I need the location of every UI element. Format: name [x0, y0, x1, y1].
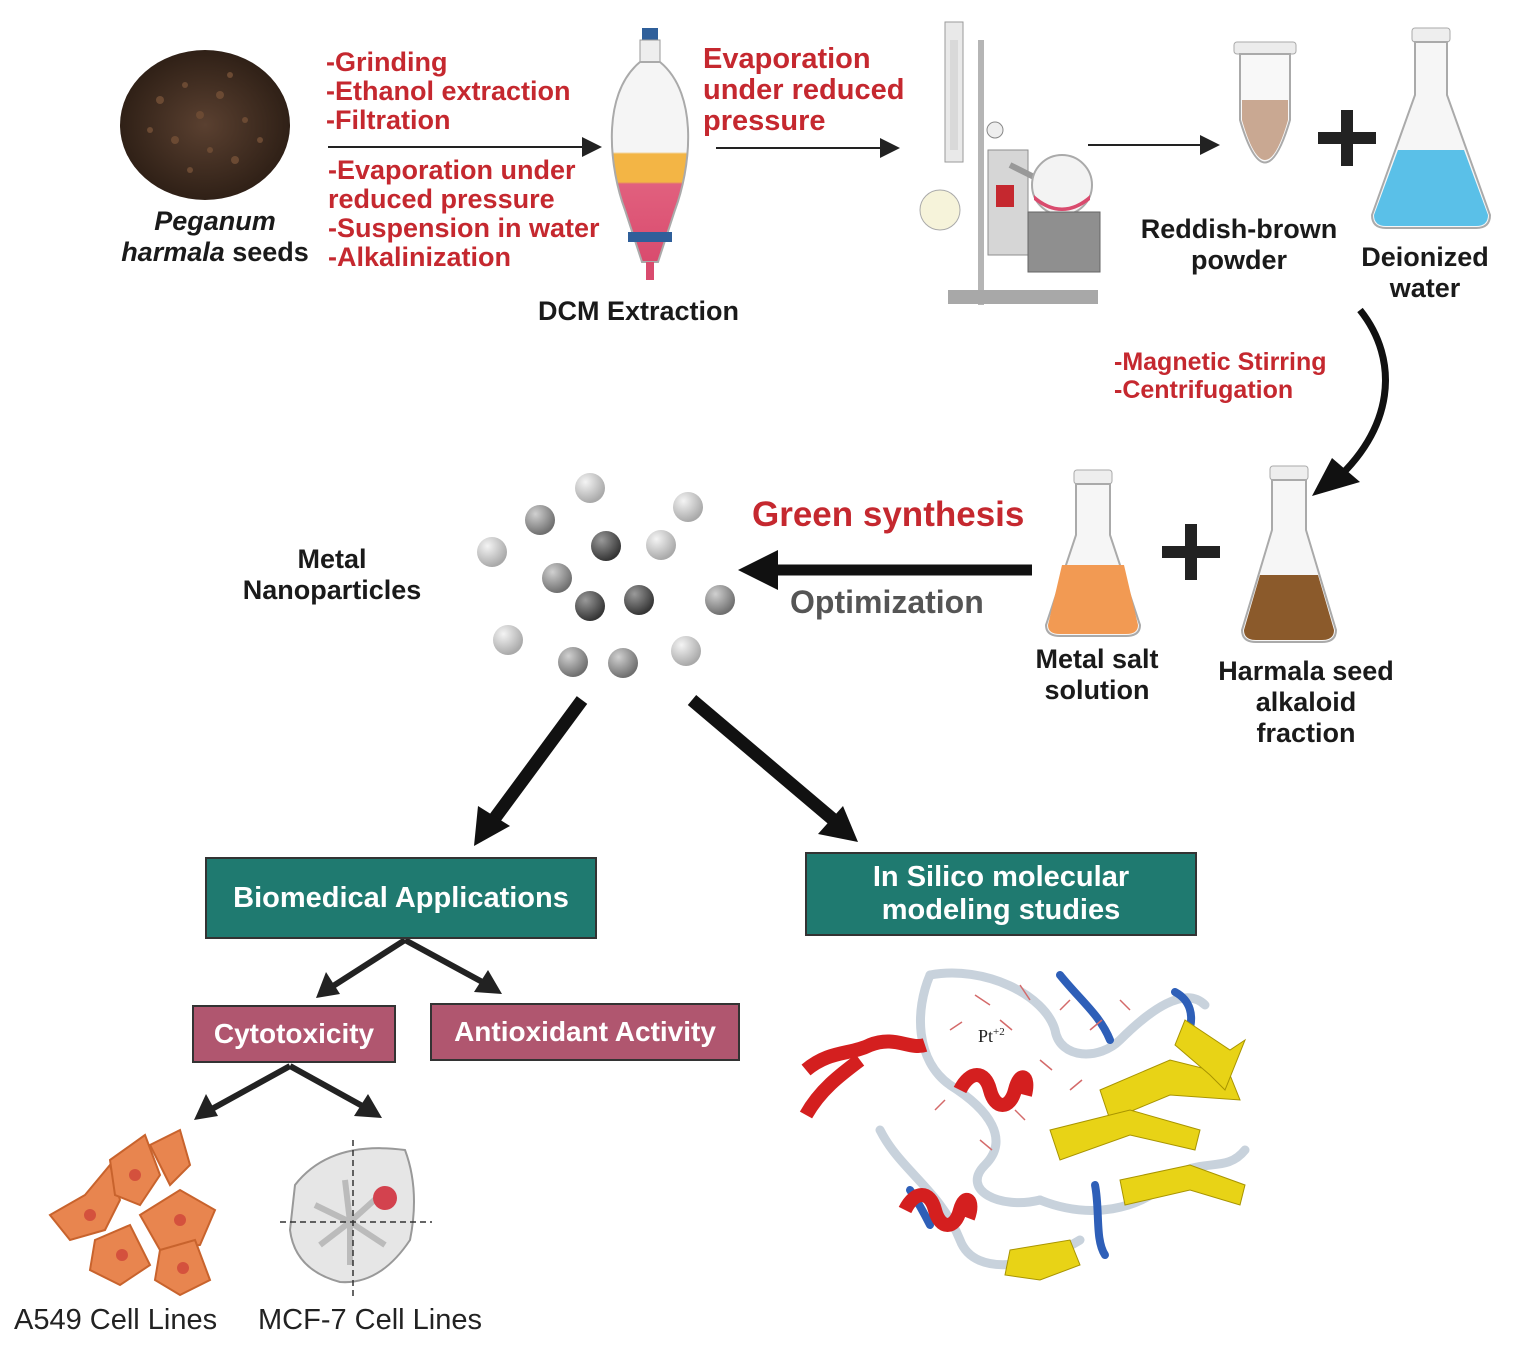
evaporation-line: Evaporation — [703, 43, 871, 75]
insilico-box: In Silico molecular modeling studies — [805, 852, 1197, 936]
seeds-label-rest: seeds — [224, 237, 309, 267]
flask-icon — [1240, 465, 1338, 643]
metal-salt-label: Metal salt solution — [1022, 644, 1172, 706]
evaporation-line: pressure — [703, 105, 826, 137]
metal-nanoparticles-label: Metal Nanoparticles — [232, 544, 432, 606]
arrow-to-biomedical — [486, 696, 588, 826]
curved-arrow — [1327, 307, 1389, 488]
stirring-list: -Magnetic Stirring -Centrifugation — [1114, 348, 1327, 404]
pt-text: Pt — [978, 1026, 994, 1046]
pt-label: Pt+2 — [978, 1026, 1005, 1047]
cell-icon — [48, 1128, 217, 1297]
flask-icon — [1044, 469, 1142, 637]
harmala-line: alkaloid — [1255, 687, 1357, 717]
seeds-label: Peganum harmala seeds — [110, 206, 320, 268]
protein-structure-icon — [799, 962, 1250, 1282]
step1-list: -Grinding -Ethanol extraction -Filtratio… — [326, 48, 571, 135]
evaporation-list: Evaporation under reduced pressure — [703, 44, 904, 137]
harmala-line: Harmala seed — [1218, 656, 1394, 686]
seed-pile-icon — [120, 50, 290, 200]
metal-np-line: Metal — [297, 544, 367, 574]
water-line: water — [1389, 273, 1461, 303]
flask-icon — [1370, 27, 1492, 229]
metal-salt-line: solution — [1044, 675, 1150, 705]
separatory-funnel-icon — [610, 28, 690, 280]
seeds-label-italic: harmala — [121, 237, 225, 267]
powder-line: powder — [1190, 245, 1287, 275]
plus-icon — [1162, 524, 1220, 580]
insilico-line: modeling studies — [881, 894, 1121, 926]
tube-icon — [1233, 41, 1297, 164]
step1-item: -Grinding — [326, 47, 448, 77]
harmala-fraction-label: Harmala seed alkaloid fraction — [1204, 656, 1408, 749]
metal-np-line: Nanoparticles — [242, 575, 422, 605]
step2-item: -Suspension in water — [328, 213, 600, 243]
water-label: Deionized water — [1350, 242, 1500, 304]
metal-salt-line: Metal salt — [1035, 644, 1159, 674]
rotary-evaporator-icon — [919, 21, 1101, 305]
powder-label: Reddish-brown powder — [1128, 214, 1350, 276]
powder-line: Reddish-brown — [1140, 214, 1338, 244]
step2-item: reduced pressure — [328, 184, 555, 214]
pt-charge: +2 — [993, 1026, 1005, 1038]
nanoparticle-icon — [477, 473, 735, 678]
dcm-extraction-label: DCM Extraction — [538, 296, 740, 326]
step2-item: -Evaporation under — [328, 155, 576, 185]
stirring-item: -Centrifugation — [1114, 376, 1294, 404]
optimization-label: Optimization — [790, 584, 984, 620]
plus-icon — [1318, 110, 1376, 166]
cytotoxicity-box: Cytotoxicity — [192, 1005, 396, 1063]
evaporation-line: under reduced — [703, 74, 905, 106]
harmala-line: fraction — [1256, 718, 1356, 748]
insilico-line: In Silico molecular — [872, 861, 1130, 893]
seeds-label-line1: Peganum — [154, 206, 276, 236]
step2-list: -Evaporation under reduced pressure -Sus… — [328, 156, 600, 272]
arrow-to-insilico — [687, 695, 841, 827]
tumor-icon — [280, 1140, 432, 1298]
antioxidant-box: Antioxidant Activity — [430, 1003, 740, 1061]
stirring-item: -Magnetic Stirring — [1114, 348, 1327, 376]
mcf7-label: MCF-7 Cell Lines — [258, 1304, 482, 1336]
a549-label: A549 Cell Lines — [14, 1304, 218, 1336]
biomedical-applications-box: Biomedical Applications — [205, 857, 597, 939]
step1-item: -Filtration — [326, 105, 451, 135]
step1-item: -Ethanol extraction — [326, 76, 571, 106]
step2-item: -Alkalinization — [328, 242, 512, 272]
green-synthesis-label: Green synthesis — [752, 495, 1025, 534]
water-line: Deionized — [1361, 242, 1489, 272]
